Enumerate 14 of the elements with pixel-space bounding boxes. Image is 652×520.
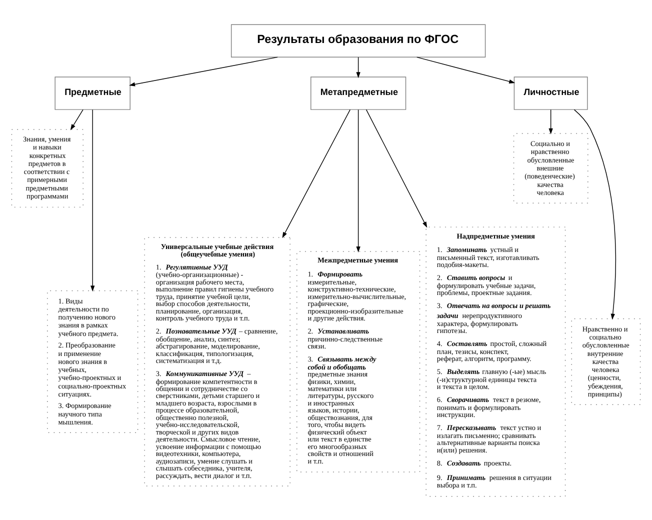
arrow xyxy=(416,56,516,83)
arrow xyxy=(70,108,84,130)
node-box: Метапредметные xyxy=(310,76,406,110)
node-box: Результаты образования по ФГОС xyxy=(230,24,486,58)
arrow xyxy=(366,108,428,228)
arrow xyxy=(356,108,360,252)
arrow xyxy=(129,56,278,86)
arrow xyxy=(548,108,553,134)
arrow xyxy=(282,108,350,238)
arrow xyxy=(356,56,360,78)
node-box: Предметные xyxy=(54,76,130,110)
node-box: Личностные xyxy=(514,76,588,110)
arrow xyxy=(90,108,95,292)
arrow xyxy=(574,108,616,320)
